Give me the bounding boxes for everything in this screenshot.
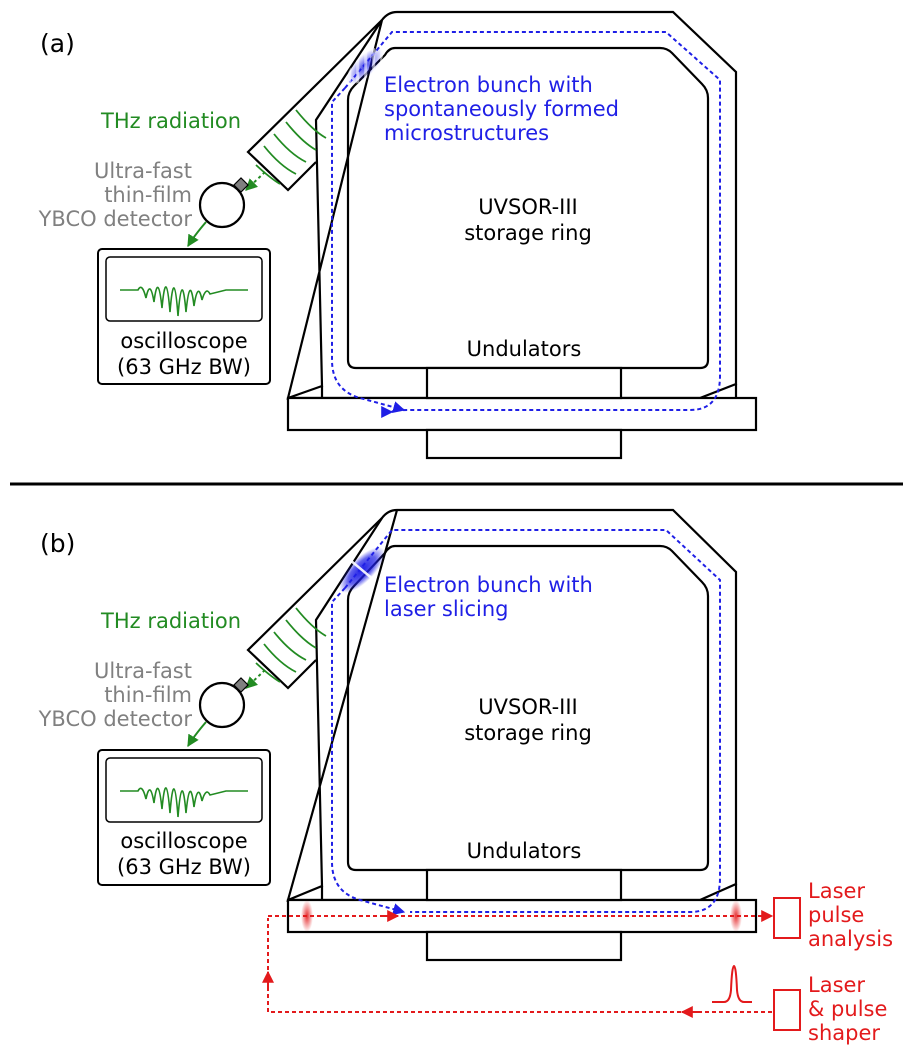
panel-b-label: (b) xyxy=(40,529,75,558)
electron-path-b xyxy=(344,529,721,913)
analysis-label-line1: Laser xyxy=(808,879,865,903)
panel-a: (a) xyxy=(40,10,758,460)
oscilloscope-b xyxy=(97,749,271,886)
ring-label-b-line1: UVSOR-III xyxy=(478,695,578,719)
detector-label-a-line3: YBCO detector xyxy=(38,207,193,231)
electron-bunch-a xyxy=(346,47,384,85)
thz-arrow-a xyxy=(245,171,266,191)
laser-beam-return xyxy=(267,918,772,1013)
laser-pulse-shape xyxy=(712,964,752,1003)
oscilloscope-trace-a xyxy=(120,286,248,317)
detector-label-b-line3: YBCO detector xyxy=(38,707,193,731)
undulators-label-b: Undulators xyxy=(467,839,582,863)
electron-label-a-line1: Electron bunch with xyxy=(384,73,593,97)
labels-b: THz radiation Electron bunch with laser … xyxy=(38,573,893,1045)
ring-inner-wall xyxy=(346,46,710,370)
detector-to-scope-arrow-b xyxy=(187,721,207,748)
undulator-upper-b xyxy=(425,868,623,902)
panel-b: (b) xyxy=(40,508,801,1031)
electron-bunch-b xyxy=(339,547,385,593)
scope-label-b-line1: oscilloscope xyxy=(120,829,247,853)
ring-label-a-line1: UVSOR-III xyxy=(478,195,578,219)
oscilloscope-trace-b xyxy=(120,787,248,818)
ring-outer-wall-b xyxy=(381,10,398,21)
electron-label-b-line2: laser slicing xyxy=(384,597,509,621)
analysis-label-line2: pulse xyxy=(808,903,864,927)
thz-wavefronts-a xyxy=(255,109,327,185)
labels-a: THz radiation Electron bunch with sponta… xyxy=(38,73,619,379)
electron-path-b-left xyxy=(331,587,406,915)
scope-label-a-line2: (63 GHz BW) xyxy=(117,355,251,379)
scope-label-b-line2: (63 GHz BW) xyxy=(117,855,251,879)
laser-shaper-box xyxy=(773,989,801,1031)
detector-label-b-line2: thin-film xyxy=(104,683,192,707)
thz-wavefronts-b xyxy=(255,607,327,683)
electron-label-a-line3: microstructures xyxy=(384,121,549,145)
shaper-label-line1: Laser xyxy=(808,973,865,997)
scope-label-a-line1: oscilloscope xyxy=(120,329,247,353)
analysis-label-line3: analysis xyxy=(808,927,893,951)
detector-to-scope-arrow-a xyxy=(187,221,207,248)
undulator-lower-a xyxy=(425,428,623,460)
ring-label-b-line2: storage ring xyxy=(464,721,592,745)
thz-beamline-b xyxy=(246,517,383,690)
shaper-label-line2: & pulse xyxy=(808,997,887,1021)
detector-b xyxy=(198,677,249,729)
undulator-upper-a xyxy=(425,366,623,400)
thz-arrow-b xyxy=(245,669,266,689)
thz-label-b: THz radiation xyxy=(100,609,241,633)
detector-label-b-line1: Ultra-fast xyxy=(94,659,192,683)
electron-label-a-line2: spontaneously formed xyxy=(384,97,619,121)
undulator-lower-b xyxy=(425,930,623,962)
undulators-label-a: Undulators xyxy=(467,337,582,361)
electron-label-b-line1: Electron bunch with xyxy=(384,573,593,597)
electron-path-a xyxy=(344,31,721,414)
laser-analysis-box xyxy=(773,897,801,939)
detector-label-a-line1: Ultra-fast xyxy=(94,159,192,183)
shaper-label-line3: shaper xyxy=(808,1021,880,1045)
oscilloscope-a xyxy=(97,248,271,385)
ring-label-a-line2: storage ring xyxy=(464,221,592,245)
straight-section-a xyxy=(286,396,758,432)
detector-a xyxy=(198,177,249,229)
thz-label-a: THz radiation xyxy=(100,109,241,133)
thz-beamline-a xyxy=(246,19,383,192)
panel-a-label: (a) xyxy=(40,29,75,58)
detector-label-a-line2: thin-film xyxy=(104,183,192,207)
